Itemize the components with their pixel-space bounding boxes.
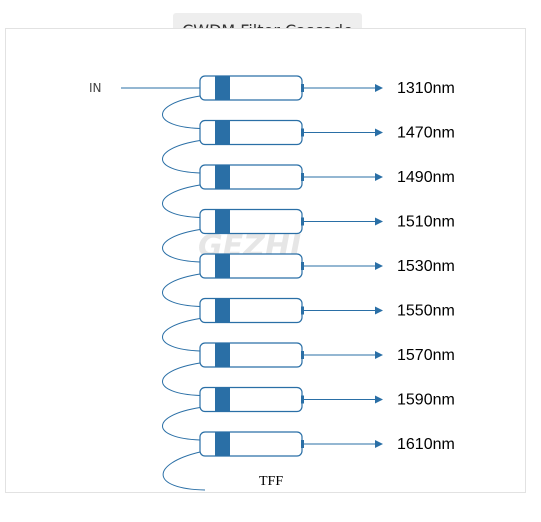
tff-filter-block-1510nm — [215, 209, 230, 234]
fiber-loop-1490nm — [162, 140, 201, 174]
fiber-loop-1610nm — [162, 407, 201, 441]
wavelength-label-1550nm: 1550nm — [397, 303, 455, 320]
tff-filter-block-1590nm — [215, 387, 230, 412]
tff-filter-block-1470nm — [215, 120, 230, 145]
wavelength-label-1490nm: 1490nm — [397, 169, 455, 186]
fiber-loop-1570nm — [162, 318, 201, 352]
tff-connector-1610nm — [301, 440, 304, 448]
tff-connector-1470nm — [301, 128, 304, 137]
fiber-loop-1510nm — [162, 184, 201, 218]
tff-filter-block-1570nm — [215, 343, 230, 367]
input-label: IN — [89, 81, 102, 95]
tff-label: TFF — [259, 474, 283, 489]
wavelength-label-1610nm: 1610nm — [397, 436, 455, 453]
fiber-loop-1530nm — [162, 229, 201, 263]
fiber-loop-1590nm — [162, 362, 201, 396]
tff-connector-1490nm — [301, 173, 304, 181]
tff-connector-1510nm — [301, 217, 304, 226]
tff-connector-1530nm — [301, 262, 304, 270]
wavelength-label-1310nm: 1310nm — [397, 80, 455, 97]
tff-filter-block-1530nm — [215, 254, 230, 278]
tff-connector-1550nm — [301, 306, 304, 315]
fiber-lead-out — [162, 451, 206, 491]
tff-connector-1590nm — [301, 395, 304, 404]
wavelength-label-1510nm: 1510nm — [397, 214, 455, 231]
fiber-loop-1550nm — [162, 273, 201, 307]
wavelength-label-1470nm: 1470nm — [397, 125, 455, 142]
tff-connector-1570nm — [301, 351, 304, 359]
tff-filter-block-1550nm — [215, 298, 230, 323]
wavelength-label-1530nm: 1530nm — [397, 258, 455, 275]
wavelength-label-1590nm: 1590nm — [397, 392, 455, 409]
fiber-loop-1470nm — [162, 95, 201, 129]
tff-filter-block-1490nm — [215, 165, 230, 189]
tff-filter-block-1610nm — [215, 432, 230, 456]
tff-filter-block-1310nm — [215, 76, 230, 100]
tff-connector-1310nm — [301, 84, 304, 92]
wavelength-label-1570nm: 1570nm — [397, 347, 455, 364]
